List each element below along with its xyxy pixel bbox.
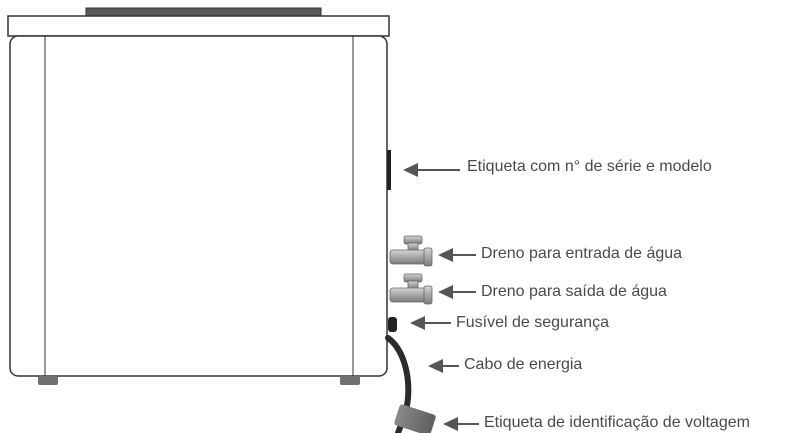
tank-lid (7, 7, 390, 37)
water-outlet-valve (389, 273, 433, 305)
arrow-serial-label (403, 163, 460, 177)
voltage-label-text: Etiqueta de identificação de voltagem (484, 414, 750, 431)
tank-body (9, 35, 388, 377)
power-cable-text: Cabo de energia (464, 356, 583, 373)
arrow-fuse (410, 316, 451, 330)
serial-label-text: Etiqueta com n° de série e modelo (467, 158, 712, 175)
water-inlet-valve (389, 235, 433, 267)
arrow-voltage-tag (443, 417, 479, 431)
safety-fuse (388, 317, 397, 332)
arrow-power-cable (428, 359, 459, 373)
water-outlet-drain-text: Dreno para saída de água (481, 283, 667, 300)
right-foot (340, 376, 360, 385)
arrow-water-outlet (438, 285, 476, 299)
left-foot (38, 376, 58, 385)
safety-fuse-text: Fusível de segurança (456, 314, 609, 331)
voltage-tag (394, 404, 436, 433)
arrow-water-inlet (438, 248, 476, 262)
water-inlet-drain-text: Dreno para entrada de água (481, 245, 683, 262)
serial-label-plate (387, 150, 391, 190)
